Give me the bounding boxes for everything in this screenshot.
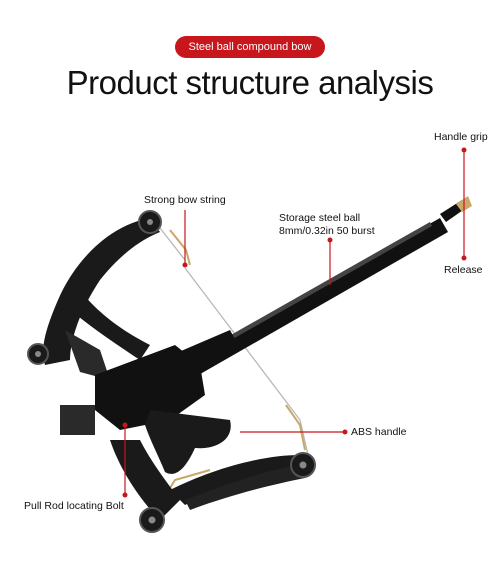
label-strong-bow-string: Strong bow string (144, 194, 226, 206)
abs-handle (145, 410, 231, 474)
rail-mount (60, 405, 95, 435)
upper-limb (43, 218, 161, 380)
label-abs-handle: ABS handle (351, 426, 407, 438)
label-handle-grip: Handle grip (434, 131, 488, 143)
label-storage-line1: Storage steel ball (279, 212, 361, 224)
lower-limb (110, 440, 305, 520)
page-title: Product structure analysis (66, 64, 434, 101)
label-storage-line2: 8mm/0.32in 50 burst (279, 225, 375, 237)
product-badge: Steel ball compound bow (175, 36, 325, 58)
label-release: Release (444, 264, 483, 276)
riser (60, 330, 238, 435)
label-pull-rod: Pull Rod locating Bolt (24, 500, 124, 512)
